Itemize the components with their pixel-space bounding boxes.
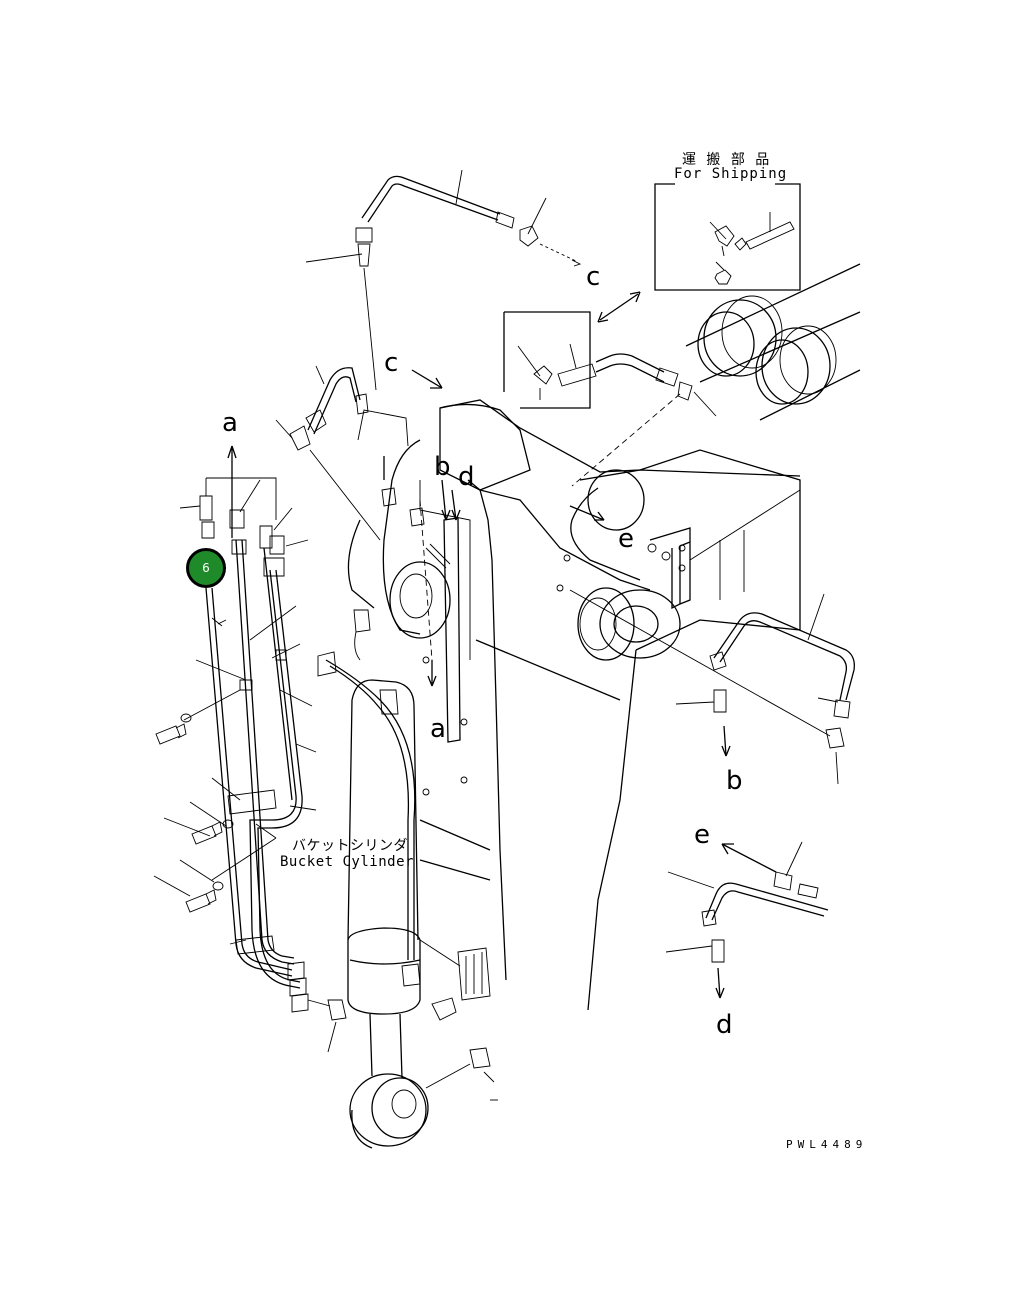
bucket-pipe-set [153, 477, 347, 1053]
mid-pipe-box [503, 311, 717, 487]
arm-body [419, 399, 801, 1011]
arrow-label-e-right: e [694, 820, 710, 850]
arrow-label-d-bottom: d [716, 1010, 733, 1040]
arrow-label-a-bottom: a [430, 714, 446, 744]
flow-arrows [227, 369, 777, 999]
shipping-title-en: For Shipping [674, 166, 788, 182]
arrow-label-c-mid: c [384, 348, 399, 378]
bucket-cylinder-body [317, 609, 498, 1149]
part-callout-6[interactable]: 6 [186, 548, 226, 588]
arrow-label-b-top: b [434, 452, 451, 482]
bucket-cylinder-label-en: Bucket Cylinder [280, 854, 414, 870]
bolts-and-washers [155, 713, 234, 913]
arrow-label-e-mid: e [618, 524, 634, 554]
arm-pivot [309, 403, 531, 743]
shipping-double-arrow [597, 291, 641, 323]
arrow-label-c-top: c [586, 262, 601, 292]
arrow-label-a-top: a [222, 408, 238, 438]
boom-pin-rollers [685, 263, 861, 421]
drawing-code: PWL4489 [786, 1138, 868, 1151]
upper-hose-left [275, 365, 369, 451]
shipping-parts-box [654, 183, 801, 291]
right-pipe-assembly [569, 589, 855, 963]
shipping-title-ja: 運 搬 部 品 [682, 152, 771, 168]
arrow-label-d-top: d [458, 462, 475, 492]
bucket-cylinder-label-ja: バケットシリンダ [292, 838, 408, 854]
upper-pipe-assembly [305, 169, 582, 391]
arrow-label-b-bottom: b [726, 766, 743, 796]
